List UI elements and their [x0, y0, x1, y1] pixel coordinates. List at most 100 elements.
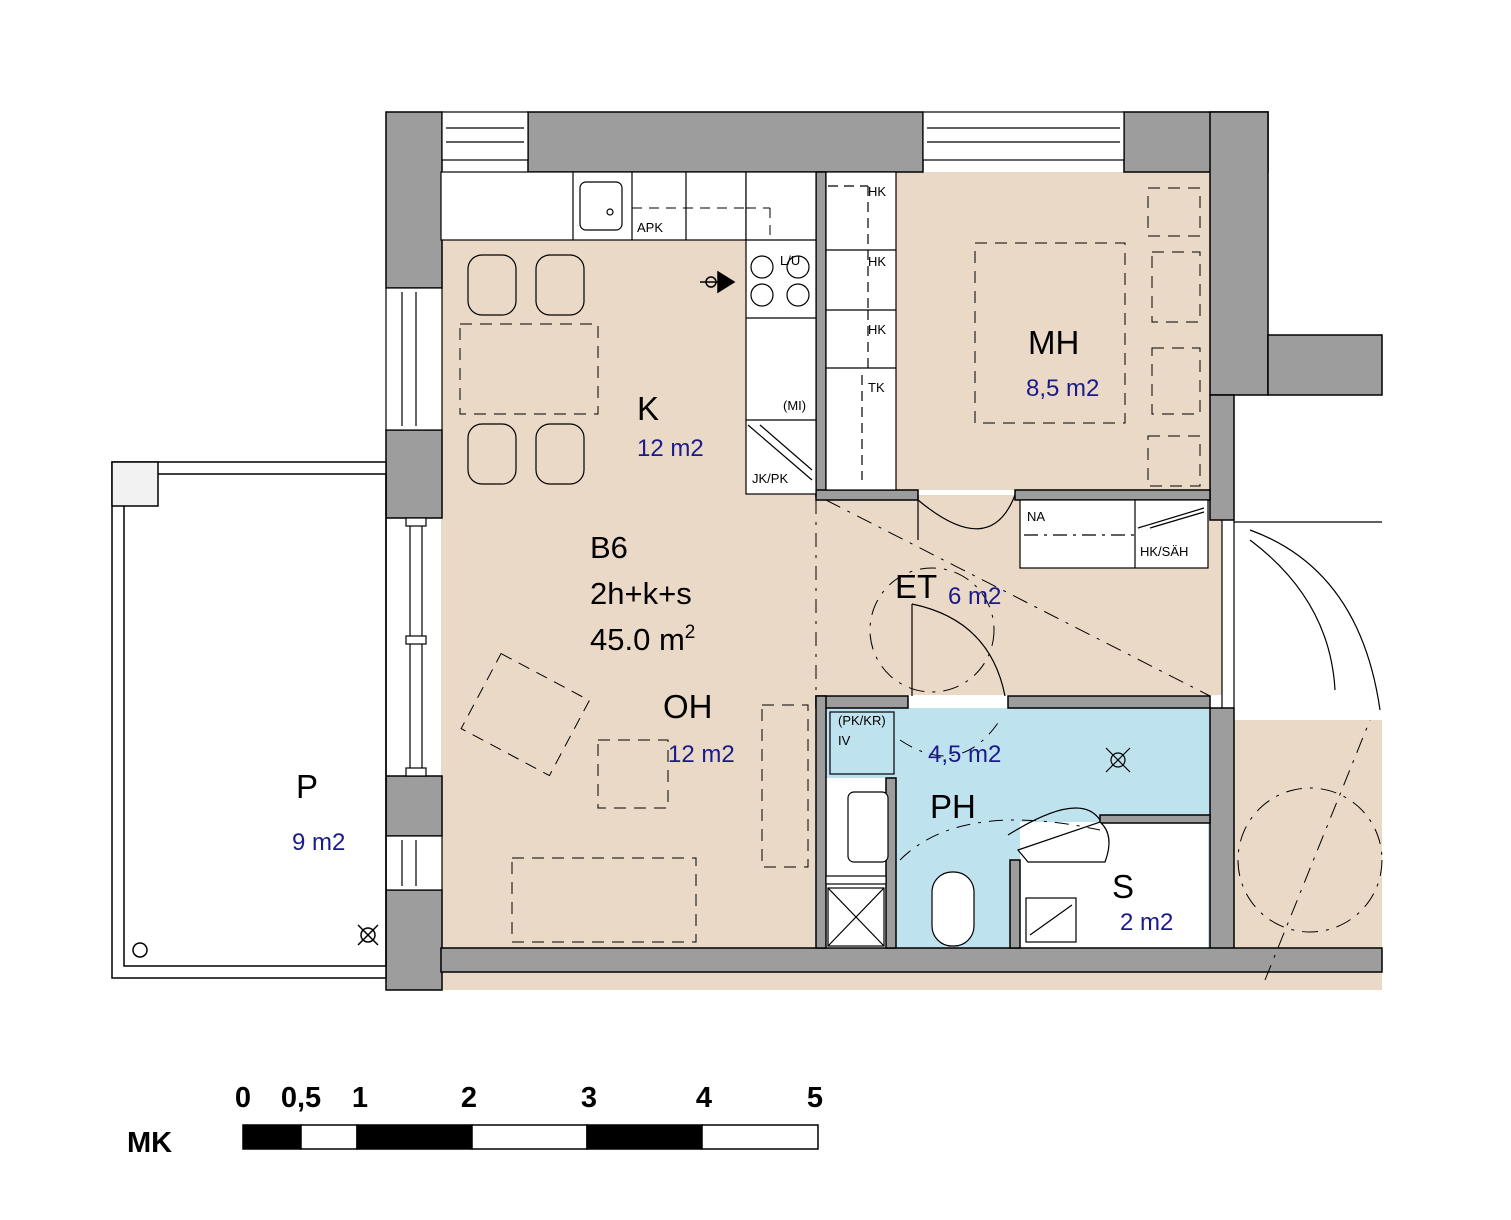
room-label-kitchen: K [637, 390, 659, 427]
scale-tick-label: 0,5 [281, 1082, 321, 1114]
exterior-door-swing [1249, 529, 1381, 711]
scale-tick-label: 0 [235, 1082, 251, 1114]
balcony [111, 461, 387, 979]
wall-kitchen-bedroom [815, 171, 827, 498]
sink-icon [579, 181, 623, 231]
scale-segment [701, 1124, 819, 1150]
fixture-label-hk3: HK [868, 322, 886, 337]
coffee-table-icon [597, 739, 669, 809]
scale-segment [242, 1124, 302, 1150]
outer-wall-right-lower [1209, 707, 1235, 971]
room-area-sauna: 2 m2 [1120, 909, 1173, 936]
room-label-entry: ET [895, 568, 937, 605]
chair-icon [467, 254, 517, 316]
washing-machine-icon [829, 711, 895, 775]
drain-icon [132, 942, 148, 958]
wall-sauna-left [1009, 859, 1021, 949]
apartment-type: 2h+k+s [590, 576, 692, 611]
electric-panel-icon [700, 270, 736, 294]
room-label-living: OH [663, 688, 713, 725]
entry-closets [1019, 499, 1209, 569]
ceiling-light-icon [1105, 747, 1131, 773]
fixture-label-lu: L/U [780, 253, 800, 268]
scale-tick-label: 3 [581, 1082, 597, 1114]
dining-table-icon [459, 323, 599, 415]
outer-wall-top-left [385, 111, 443, 289]
furniture-dashed [459, 187, 1201, 943]
door-dash-diagonals [825, 499, 1383, 981]
fixture-label-jkpk: JK/PK [752, 471, 788, 486]
scale-segment [300, 1124, 358, 1150]
bathroom-fixtures [825, 711, 1131, 947]
apartment-code: B6 [590, 530, 628, 565]
chair-icon [467, 423, 517, 485]
scale-tick-label: 2 [461, 1082, 477, 1114]
window-top-left [441, 111, 529, 161]
room-label-bedroom: MH [1028, 324, 1079, 361]
apartment-area: 45.0 m2 [590, 622, 695, 657]
scale-segment [356, 1124, 473, 1150]
counter-dashes [632, 207, 771, 240]
shower-floor [826, 708, 896, 778]
chairs [467, 254, 585, 485]
window-left-upper [385, 287, 443, 431]
room-area-bedroom: 8,5 m2 [1026, 375, 1099, 402]
scale-segment [471, 1124, 588, 1150]
toilet-icon [931, 871, 975, 947]
neighbor-floor-bottom [441, 972, 1382, 990]
bath-dashes [899, 719, 1101, 861]
scale-tick-label: 1 [352, 1082, 368, 1114]
neighbor-floor-right [1234, 720, 1382, 990]
fixture-label-na: NA [1027, 509, 1045, 524]
scale-segment [586, 1124, 703, 1150]
light-fixture-icon [357, 924, 379, 946]
walls [385, 111, 1383, 991]
outer-wall-right-step [1267, 334, 1383, 396]
labels: B6 2h+k+s 45.0 m2 K 12 m2 OH 12 m2 MH 8,… [127, 184, 1188, 1159]
wall-bath-top-right [1007, 695, 1211, 709]
wall-bottom [440, 947, 1383, 973]
kitchen-counters [440, 171, 817, 495]
outer-wall-left-mid [385, 429, 443, 519]
room-area-living: 12 m2 [668, 741, 735, 768]
bedroom-floor [895, 172, 1210, 490]
window-left-lower [385, 835, 443, 891]
fixture-label-hksah: HK/SÄH [1140, 544, 1188, 559]
wall-bedroom-entry-right [1014, 489, 1211, 501]
fixture-label-mi: (MI) [783, 398, 806, 413]
wall-sauna-top [1099, 814, 1211, 824]
stove-icon [750, 255, 810, 307]
room-area-entry: 6 m2 [948, 583, 1001, 610]
fixture-label-hk2: HK [868, 254, 886, 269]
fixture-label-pkkr: (PK/KR) [838, 713, 886, 728]
bedroom-closets [825, 171, 897, 491]
bed-icon [974, 242, 1126, 424]
outer-wall-right-upper [1209, 111, 1269, 396]
scale-bar-label: MK [127, 1127, 172, 1159]
room-label-balcony: P [296, 768, 318, 805]
wall-bath-top-left [815, 695, 909, 709]
room-area-balcony: 9 m2 [292, 829, 345, 856]
room-label-bathroom: PH [930, 788, 976, 825]
doors [911, 494, 1382, 711]
chair-icon [535, 423, 585, 485]
sofa-icon [511, 857, 697, 943]
windows [385, 111, 1125, 891]
balcony-door [405, 517, 427, 777]
tv-stand-icon [761, 704, 809, 868]
armchair-icon [460, 652, 591, 777]
turning-circle-icon [1237, 787, 1383, 933]
balcony-column [111, 461, 159, 507]
chair-icon [535, 254, 585, 316]
scale-tick-label: 5 [807, 1082, 823, 1114]
fixture-label-hk1: HK [868, 184, 886, 199]
outer-wall-right-mid [1209, 394, 1235, 521]
fixture-label-iv: IV [838, 733, 851, 748]
wall-bath-left [815, 695, 827, 949]
fixture-label-apk: APK [637, 220, 663, 235]
sink-icon [847, 791, 889, 863]
room-area-bathroom: 4,5 m2 [928, 741, 1001, 768]
wall-shower-right [885, 777, 897, 949]
room-label-sauna: S [1112, 868, 1134, 905]
